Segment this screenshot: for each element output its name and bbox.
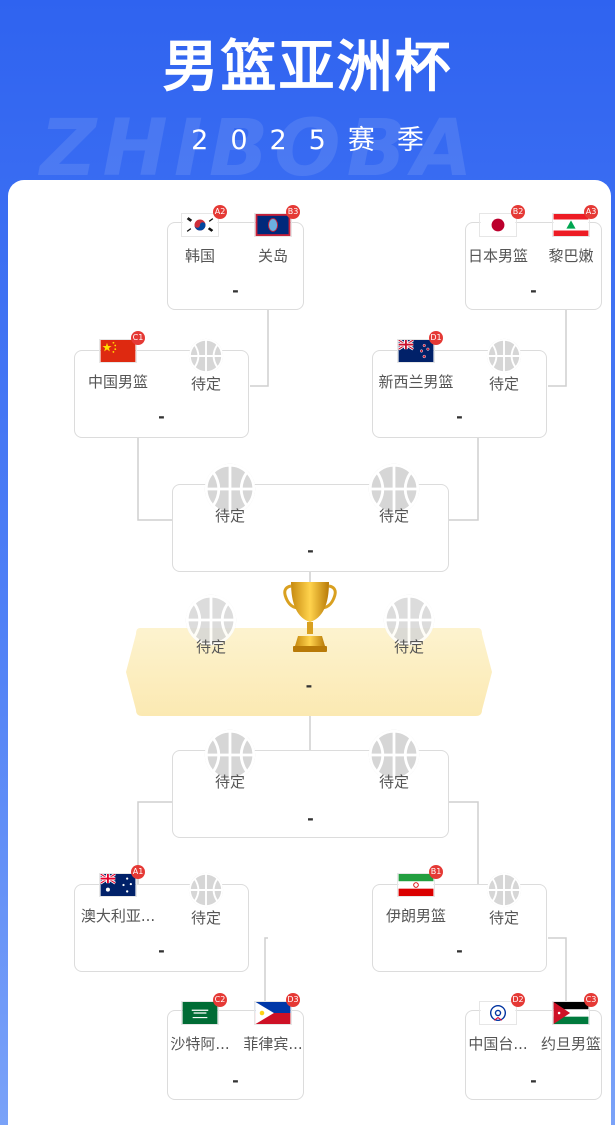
team-name: 待定: [195, 638, 226, 656]
team-name: 待定: [378, 773, 409, 791]
china-flag-icon: [99, 339, 137, 363]
team-name: 待定: [214, 773, 245, 791]
philippines-flag-icon: [254, 1001, 292, 1025]
iran-flag-icon: [397, 873, 435, 897]
basketball-icon: [486, 872, 522, 908]
match-card-nzl[interactable]: D1 新西兰男篮 待定 -: [372, 331, 547, 438]
match-score: -: [158, 941, 165, 960]
basketball-icon: [188, 338, 224, 374]
final-card[interactable]: 待定 待定 -: [126, 594, 492, 716]
team-name: 澳大利亚...: [80, 907, 156, 925]
team-name: 约旦男篮: [540, 1035, 601, 1053]
seed-badge: D1: [429, 331, 443, 345]
team-name: 中国男篮: [87, 373, 148, 391]
lebanon-flag-icon: [552, 213, 590, 237]
team-name: 待定: [214, 507, 245, 525]
team-name: 待定: [488, 375, 519, 393]
team-name: 关岛: [257, 247, 288, 265]
match-score: -: [530, 1071, 537, 1090]
match-card-ksa-phi[interactable]: C2 沙特阿... D3 菲律宾... -: [167, 993, 304, 1100]
chinese-taipei-flag-icon: [479, 1001, 517, 1025]
team-name: 待定: [190, 375, 221, 393]
seed-badge: A2: [213, 205, 227, 219]
korea-flag-icon: [181, 213, 219, 237]
match-card-chn[interactable]: C1 中国男篮 待定 -: [74, 331, 249, 438]
match-card-tpe-jor[interactable]: D2 中国台... C3 约旦男篮 -: [465, 993, 602, 1100]
team-name: 日本男篮: [467, 247, 528, 265]
semifinal-card-bottom[interactable]: 待定 待定 -: [172, 729, 449, 838]
saudi-arabia-flag-icon: [181, 1001, 219, 1025]
team-name: 待定: [393, 638, 424, 656]
basketball-icon: [368, 729, 420, 781]
semifinal-card-top[interactable]: 待定 待定 -: [172, 463, 449, 572]
match-score: -: [530, 281, 537, 300]
australia-flag-icon: [99, 873, 137, 897]
team-name: 中国台...: [468, 1035, 528, 1053]
basketball-icon: [204, 729, 256, 781]
basketball-icon: [204, 463, 256, 515]
jordan-flag-icon: [552, 1001, 590, 1025]
basketball-icon: [368, 463, 420, 515]
team-name: 新西兰男篮: [378, 373, 454, 391]
basketball-icon: [486, 338, 522, 374]
page-title: 男篮亚洲杯: [162, 35, 453, 100]
team-name: 黎巴嫩: [548, 247, 594, 265]
seed-badge: B3: [286, 205, 300, 219]
seed-badge: B1: [429, 865, 443, 879]
match-score: -: [305, 676, 313, 695]
watermark-text: ZHIBOBA: [40, 104, 479, 194]
basketball-icon: [188, 872, 224, 908]
match-score: -: [232, 281, 239, 300]
team-name: 菲律宾...: [243, 1035, 303, 1053]
match-card-jpn-lbn[interactable]: B2 日本男篮 A3 黎巴嫩 -: [465, 205, 602, 310]
seed-badge: C2: [213, 993, 227, 1007]
seed-badge: D3: [286, 993, 300, 1007]
team-name: 沙特阿...: [170, 1035, 230, 1053]
new-zealand-flag-icon: [397, 339, 435, 363]
team-name: 待定: [378, 507, 409, 525]
guam-flag-icon: [254, 213, 292, 237]
season-subtitle: 2025赛季: [191, 125, 446, 156]
final-banner-shape: [126, 628, 492, 716]
seed-badge: B2: [511, 205, 525, 219]
japan-flag-icon: [479, 213, 517, 237]
seed-badge: D2: [511, 993, 525, 1007]
seed-badge: C1: [131, 331, 145, 345]
team-name: 韩国: [184, 247, 215, 265]
basketball-icon: [383, 594, 435, 646]
trophy-icon: [283, 582, 337, 652]
seed-badge: A1: [131, 865, 145, 879]
match-score: -: [456, 407, 463, 426]
match-score: -: [232, 1071, 239, 1090]
match-card-aus[interactable]: A1 澳大利亚... 待定 -: [74, 865, 249, 972]
match-score: -: [158, 407, 165, 426]
header: ZHIBOBA 男篮亚洲杯 2025赛季: [0, 0, 615, 188]
basketball-icon: [185, 594, 237, 646]
team-name: 待定: [190, 909, 221, 927]
match-score: -: [456, 941, 463, 960]
team-name: 待定: [488, 909, 519, 927]
seed-badge: C3: [584, 993, 598, 1007]
match-score: -: [307, 809, 314, 828]
match-card-kor-gum[interactable]: A2 韩国 B3 关岛 -: [167, 205, 304, 310]
match-score: -: [307, 541, 314, 560]
team-name: 伊朗男篮: [385, 907, 446, 925]
match-card-irn[interactable]: B1 伊朗男篮 待定 -: [372, 865, 547, 972]
seed-badge: A3: [584, 205, 598, 219]
